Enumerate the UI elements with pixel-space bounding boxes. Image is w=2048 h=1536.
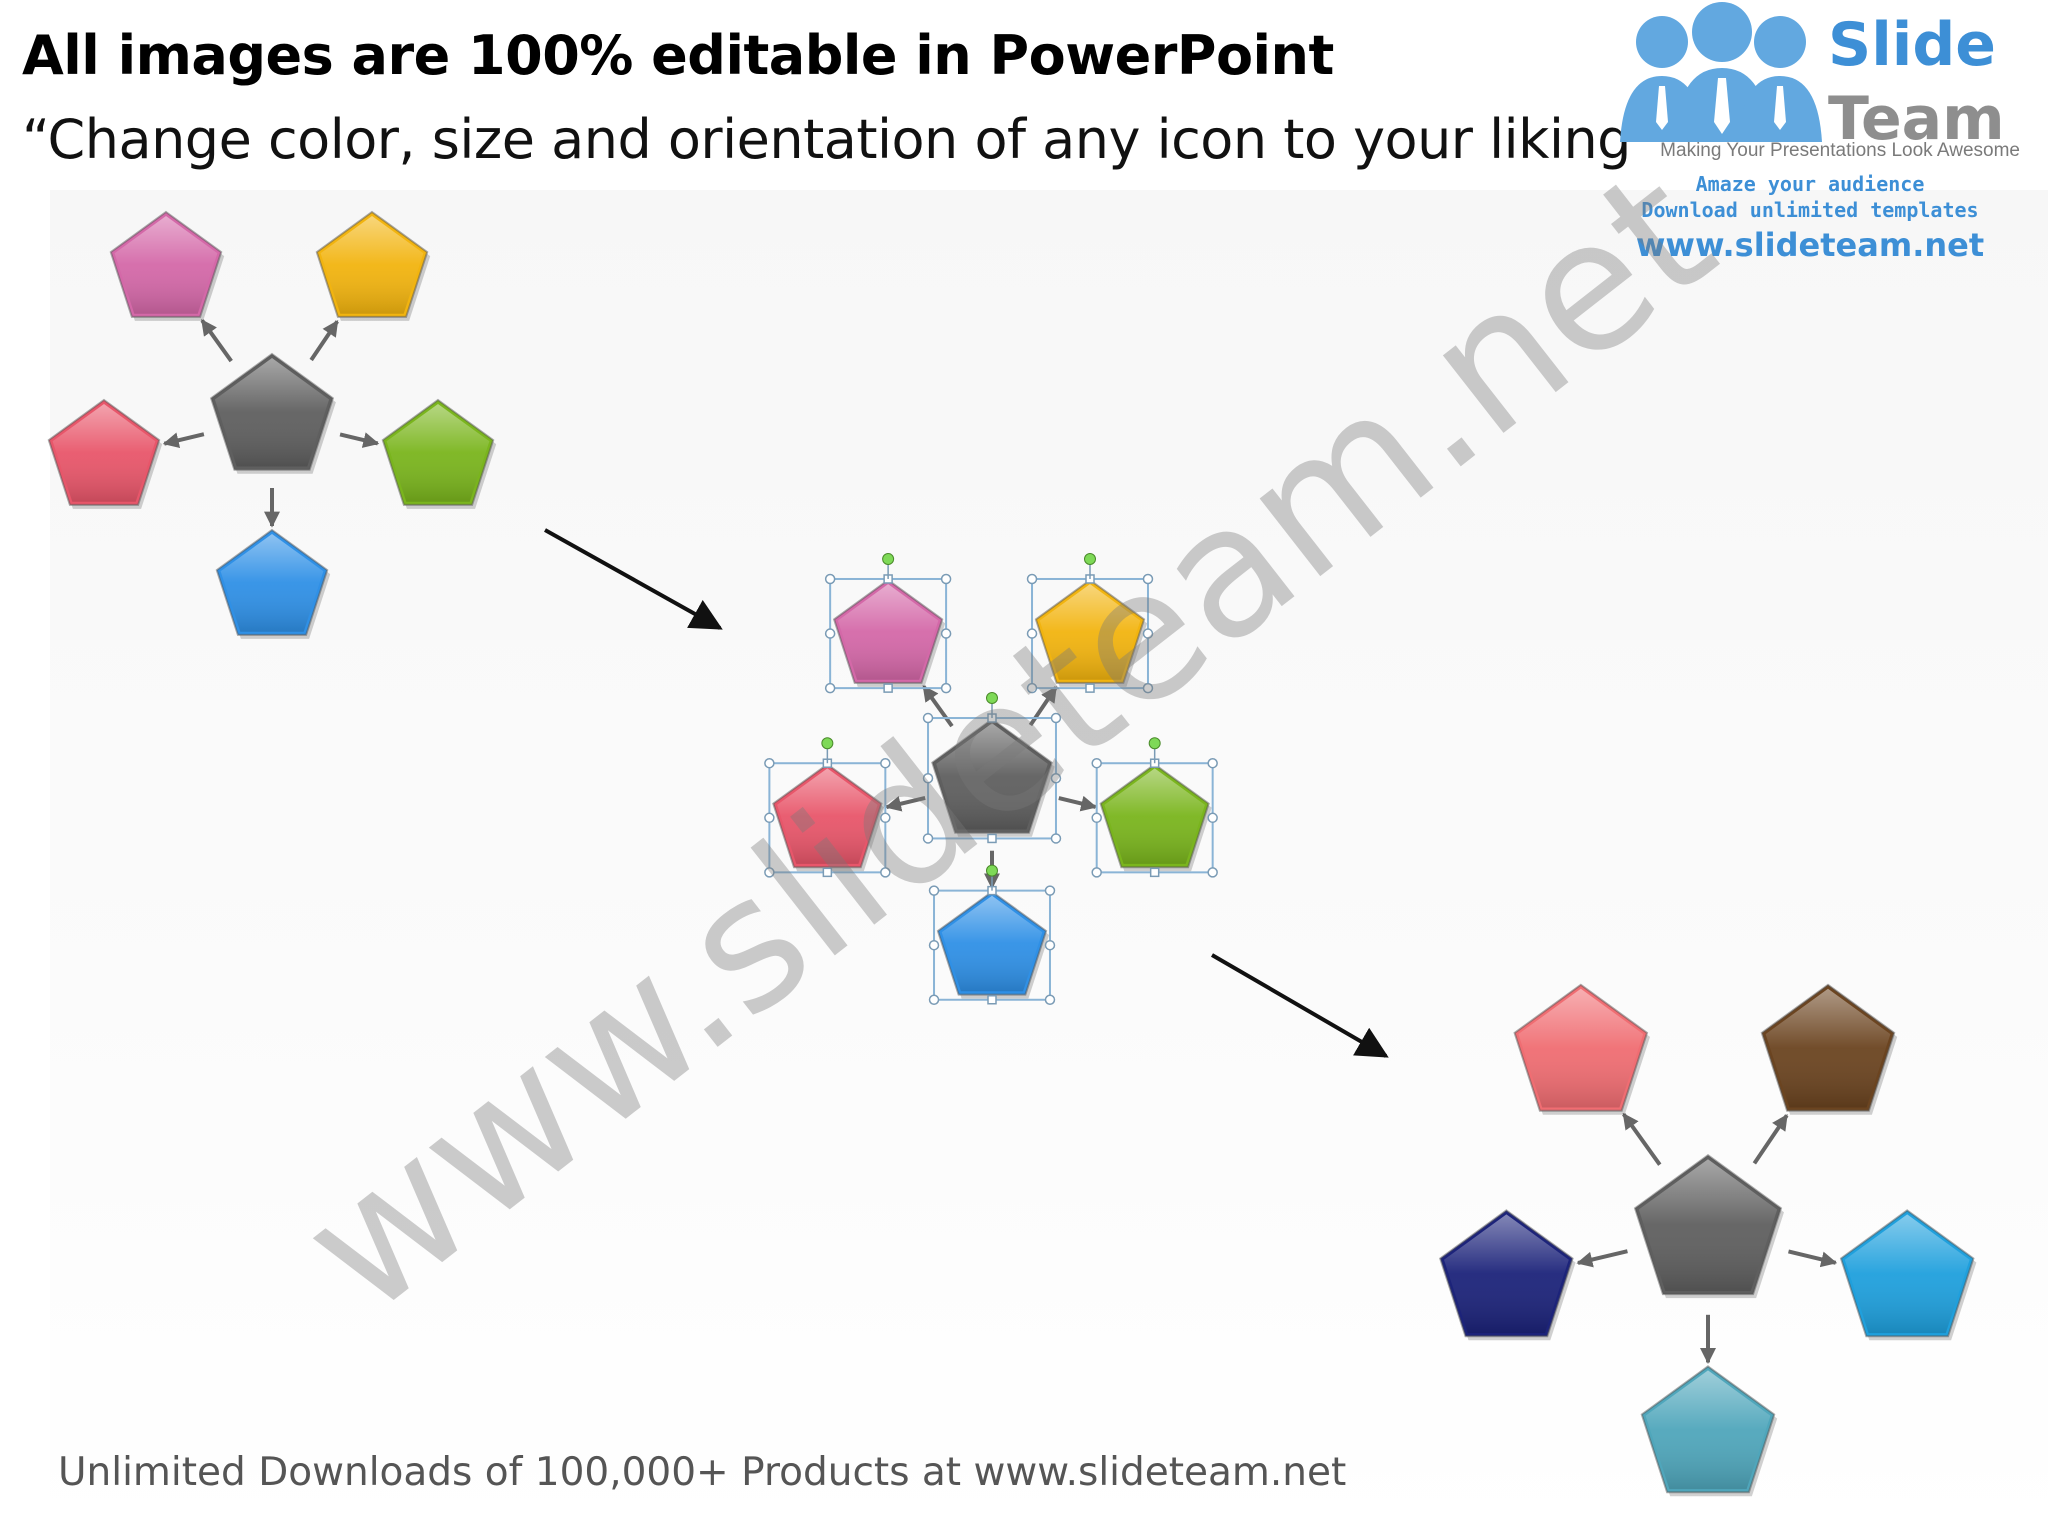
selected-selection-box-left[interactable] <box>764 737 891 878</box>
recolored-pentagon-top-right <box>1760 983 1898 1115</box>
recolored-pentagon-top-left <box>1513 983 1650 1115</box>
diagram-original <box>47 210 497 639</box>
recolored-pentagon-right <box>1839 1209 1977 1341</box>
diagram-selected-copy <box>764 552 1218 1006</box>
page-subtitle: “Change color, size and orientation of a… <box>22 108 1659 171</box>
original-pentagon-bottom <box>215 528 331 639</box>
flow-arrow-1 <box>544 528 723 630</box>
selected-pentagon-top-left <box>832 578 946 687</box>
logo-promo-line-2: Download unlimited templates <box>1641 198 1979 222</box>
people-icon <box>1620 2 1822 142</box>
original-connector-top-left <box>200 319 233 363</box>
selected-selection-box-right[interactable] <box>1091 737 1218 878</box>
recolored-connector-top-right <box>1752 1114 1789 1165</box>
footer-text: Unlimited Downloads of 100,000+ Products… <box>58 1450 1347 1495</box>
logo-tagline: Making Your Presentations Look Awesome <box>1660 140 2020 161</box>
original-center-pentagon <box>209 352 336 474</box>
original-connector-left <box>162 432 205 449</box>
selected-center-pentagon <box>931 718 1055 837</box>
original-pentagon-top-left <box>109 210 225 321</box>
diagram-recolored <box>1439 983 1977 1497</box>
original-connector-top-right <box>309 320 339 362</box>
selected-pentagon-right <box>1099 763 1212 872</box>
page-title: All images are 100% editable in PowerPoi… <box>22 24 1334 87</box>
selected-connector-top-left <box>921 685 954 728</box>
recolored-connector-top-left <box>1622 1112 1662 1166</box>
original-connector-right <box>339 432 380 448</box>
logo-url: www.slideteam.net <box>1635 226 1985 264</box>
recolored-pentagon-bottom <box>1640 1365 1778 1497</box>
original-pentagon-top-right <box>315 210 431 321</box>
recolored-connector-right <box>1788 1249 1838 1268</box>
logo-name-top: Slide <box>1828 10 1996 80</box>
selected-pentagon-top-right <box>1034 578 1148 687</box>
logo-name-bottom: Team <box>1828 84 2005 154</box>
selected-pentagon-bottom <box>936 890 1050 999</box>
recolored-center-pentagon <box>1633 1153 1784 1299</box>
selected-pentagon-left <box>772 763 885 872</box>
selected-selection-box-center[interactable] <box>922 692 1062 844</box>
original-pentagon-left <box>47 398 163 509</box>
original-pentagon-right <box>381 398 497 509</box>
slide-background <box>50 190 2048 1536</box>
recolored-connector-left <box>1576 1249 1628 1268</box>
selected-selection-box-bottom[interactable] <box>928 864 1056 1006</box>
selected-connector-right <box>1058 795 1098 812</box>
logo-promo-line-1: Amaze your audience <box>1695 172 1925 196</box>
selected-selection-box-top-right[interactable] <box>1026 552 1154 694</box>
selected-connector-left <box>884 795 926 812</box>
flow-arrow-2 <box>1210 953 1389 1058</box>
selected-selection-box-top-left[interactable] <box>824 552 952 694</box>
recolored-pentagon-left <box>1439 1209 1576 1341</box>
slideteam-logo: Slide Team Making Your Presentations Loo… <box>1610 2 2030 272</box>
